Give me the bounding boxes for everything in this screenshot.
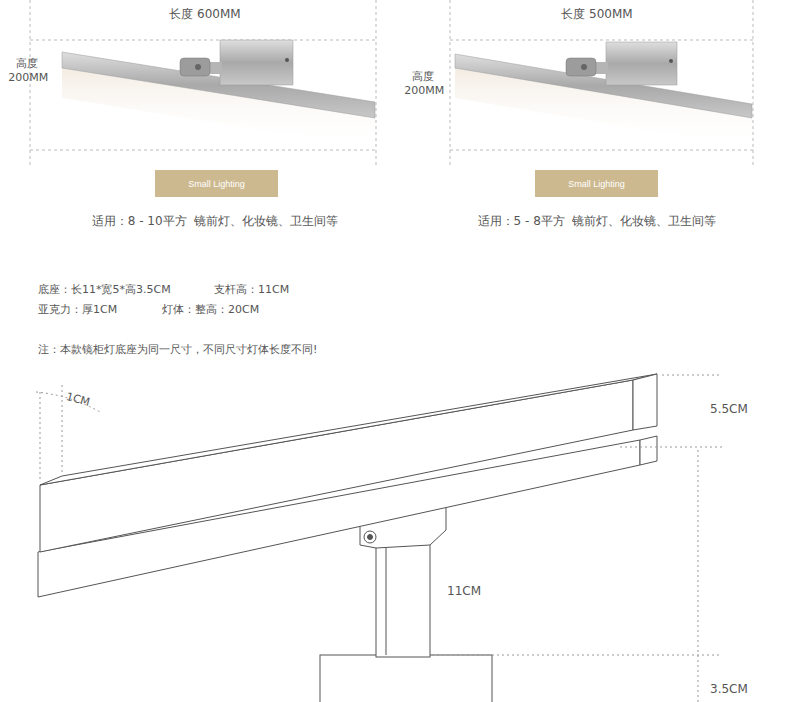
spec-text: 亚克力：厚1CM: [38, 303, 117, 316]
spec-text: 灯体：整高：20CM: [162, 303, 259, 316]
tag-button: Small Lighting: [535, 170, 658, 197]
tag-button: Small Lighting: [155, 170, 278, 197]
dimension-label: 5.5CM: [710, 402, 748, 416]
length-label: 长度 500MM: [561, 7, 632, 21]
usage-note: 适用：5 - 8平方 镜前灯、化妆镜、卫生间等: [478, 214, 717, 228]
length-label: 长度 600MM: [169, 7, 240, 21]
height-label: 高度 200MM: [404, 70, 441, 98]
note-text: 注：本款镜柜灯底座为同一尺寸，不同尺寸灯体长度不同!: [38, 343, 317, 356]
lamp-600: [62, 40, 375, 148]
button-text: Small Lighting: [568, 179, 625, 189]
spec-text: 支杆高：11CM: [214, 283, 289, 296]
lamp-500: [455, 42, 752, 148]
spec-text: 底座：长11*宽5*高3.5CM: [38, 283, 171, 296]
height-label: 高度 200MM: [8, 57, 45, 85]
button-text: Small Lighting: [188, 179, 245, 189]
dimension-label: 1CM: [65, 390, 92, 409]
dimension-lines: [36, 375, 722, 702]
dimension-label: 3.5CM: [710, 682, 748, 696]
dimension-label: 11CM: [447, 584, 481, 598]
usage-note: 适用：8 - 10平方 镜前灯、化妆镜、卫生间等: [92, 214, 339, 228]
guide-lines: [30, 0, 753, 165]
lamp-line-drawing: [38, 374, 657, 702]
